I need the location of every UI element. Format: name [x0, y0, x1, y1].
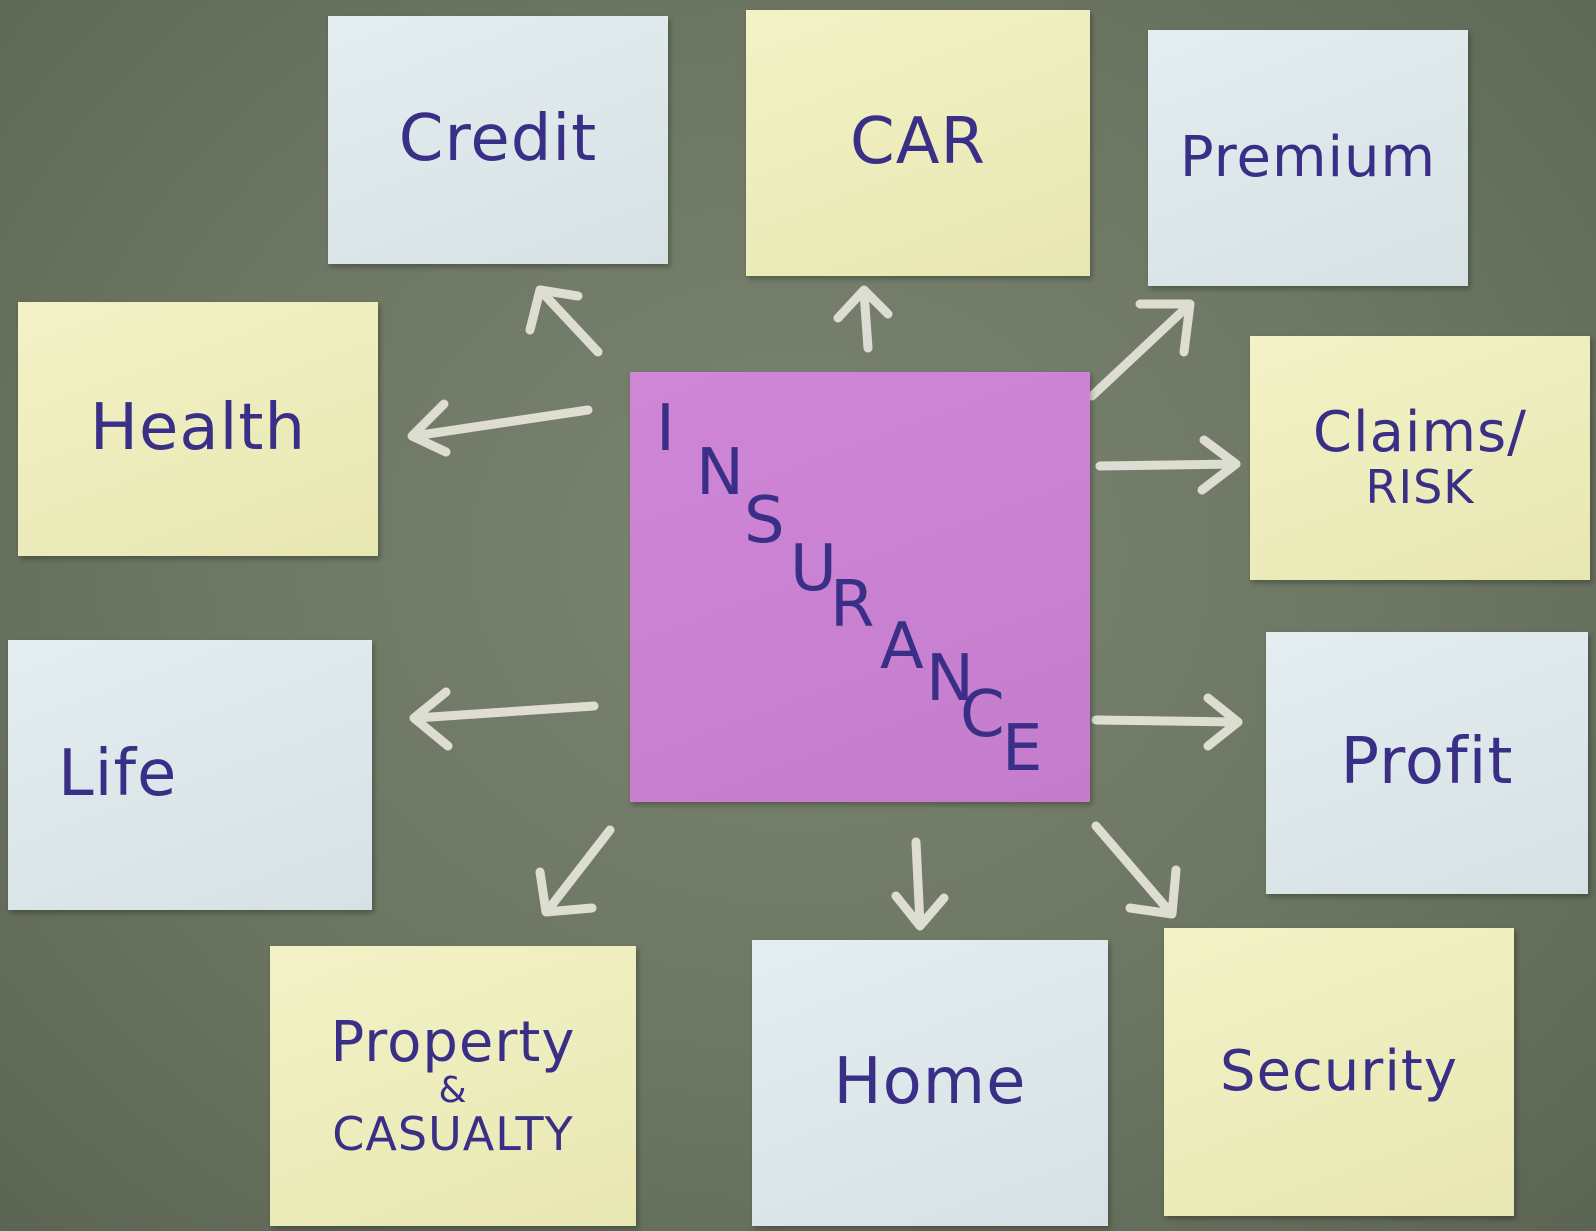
note-claims-label-1: Claims/ — [1312, 400, 1528, 466]
arrow-to-home — [891, 837, 949, 931]
note-life-label: Life — [58, 737, 178, 812]
arrow-to-security — [1091, 821, 1181, 919]
insurance-letter-8: C — [960, 678, 1005, 752]
note-security: Security — [1164, 928, 1514, 1216]
note-security-label: Security — [1220, 1038, 1458, 1104]
note-profit: Profit — [1266, 632, 1588, 894]
note-property-label: Property — [330, 1009, 576, 1075]
note-insurance: I N S U R A N C E — [630, 372, 1090, 802]
note-credit: Credit — [328, 16, 668, 264]
note-property-casualty: Property & CASUALTY — [270, 946, 636, 1226]
arrow-to-premium — [1087, 299, 1195, 401]
note-credit-label: Credit — [398, 102, 598, 177]
note-home-label: Home — [833, 1045, 1027, 1120]
note-health: Health — [18, 302, 378, 556]
note-life: Life — [8, 640, 372, 910]
insurance-letter-7: N — [926, 642, 974, 716]
insurance-letter-5: R — [830, 568, 875, 642]
insurance-letter-4: U — [790, 532, 837, 606]
note-property-amp: & — [438, 1070, 468, 1112]
arrow-to-claims — [1095, 435, 1241, 495]
insurance-letter-3: S — [744, 484, 785, 558]
arrow-to-car — [833, 285, 893, 353]
insurance-letter-9: E — [1002, 712, 1043, 786]
arrow-to-credit — [525, 285, 603, 357]
note-profit-label: Profit — [1340, 725, 1514, 800]
insurance-letter-6: A — [880, 610, 924, 684]
arrow-to-life — [409, 687, 599, 751]
note-car-label: CAR — [850, 105, 986, 180]
arrow-to-property — [535, 825, 615, 917]
note-car: CAR — [746, 10, 1090, 276]
note-premium-label: Premium — [1179, 124, 1437, 190]
insurance-letter-1: I — [656, 392, 675, 466]
note-claims-label-2: RISK — [1365, 460, 1475, 515]
note-health-label: Health — [89, 391, 307, 466]
arrow-to-profit — [1091, 693, 1243, 751]
note-home: Home — [752, 940, 1108, 1226]
note-premium: Premium — [1148, 30, 1468, 286]
arrow-to-health — [407, 399, 593, 457]
note-casualty-label: CASUALTY — [332, 1107, 574, 1162]
insurance-letter-2: N — [696, 436, 744, 510]
note-claims: Claims/ RISK — [1250, 336, 1590, 580]
